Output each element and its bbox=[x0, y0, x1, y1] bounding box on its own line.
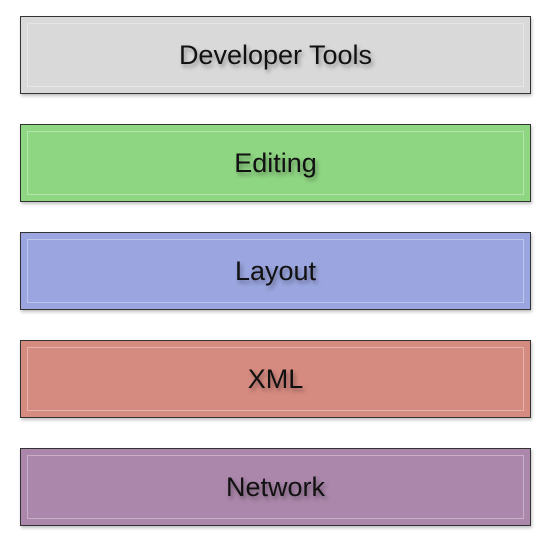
layer-stack-diagram: Developer Tools Editing Layout XML Netwo… bbox=[20, 16, 531, 526]
layer-label: Editing bbox=[234, 147, 317, 178]
layer-layout: Layout bbox=[20, 232, 531, 310]
layer-xml: XML bbox=[20, 340, 531, 418]
layer-network: Network bbox=[20, 448, 531, 526]
layer-editing: Editing bbox=[20, 124, 531, 202]
layer-label: XML bbox=[247, 363, 304, 394]
layer-label: Layout bbox=[234, 255, 317, 286]
layer-label: Developer Tools bbox=[178, 39, 373, 70]
layer-label: Network bbox=[225, 471, 326, 502]
layer-developer-tools: Developer Tools bbox=[20, 16, 531, 94]
